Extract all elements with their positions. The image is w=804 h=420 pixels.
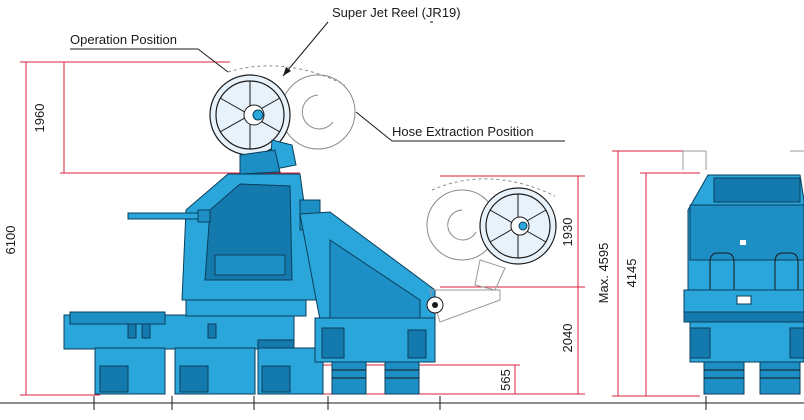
dim-6100: 6100: [3, 226, 18, 255]
dim-1930: 1930: [560, 218, 575, 247]
label-hose-extraction: Hose Extraction Position: [392, 124, 534, 139]
extraction-leader: [355, 111, 393, 142]
dim-1960: 1960: [32, 104, 47, 133]
ground-line: [0, 396, 804, 410]
label-operation-position: Operation Position: [70, 32, 177, 47]
reel-arrowhead: [283, 67, 291, 76]
machine-side-view: [63, 173, 436, 395]
reel-leader: [282, 21, 329, 77]
reel-operation: [209, 74, 297, 175]
dim-565: 565: [498, 369, 513, 391]
dim-2040: 2040: [560, 324, 575, 353]
dim-4145: 4145: [624, 259, 639, 288]
boom-reel: [426, 178, 557, 323]
dim-max-4595: Max. 4595: [596, 243, 611, 304]
operation-leader: [197, 48, 229, 73]
machine-front-view: [682, 150, 804, 395]
label-super-jet-reel: Super Jet Reel (JR19): [332, 5, 461, 20]
